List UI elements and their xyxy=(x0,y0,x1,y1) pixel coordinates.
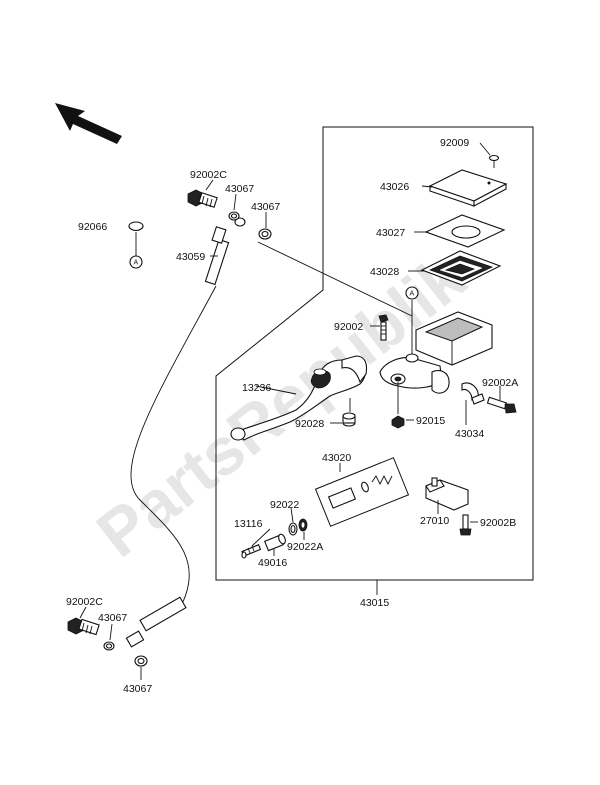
piston-kit-43020 xyxy=(327,474,393,509)
washer-43067-d xyxy=(134,655,148,667)
banjo-bolt-92002C-top xyxy=(187,189,218,208)
washer-43067-c xyxy=(103,641,115,651)
direction-arrow-icon xyxy=(55,103,122,144)
label-43067-a: 43067 xyxy=(225,183,254,195)
callout-marker-a-plug: A xyxy=(129,255,143,269)
hose-leader xyxy=(257,241,413,317)
label-92015: 92015 xyxy=(416,415,445,427)
svg-text:A: A xyxy=(134,260,139,267)
nut-92015 xyxy=(391,415,405,429)
piston-kit-box xyxy=(314,457,410,527)
label-92002: 92002 xyxy=(334,321,363,333)
svg-text:A: A xyxy=(410,291,415,298)
label-92002C-bottom: 92002C xyxy=(66,596,103,608)
label-43027: 43027 xyxy=(376,227,405,239)
label-92002B: 92002B xyxy=(480,517,516,529)
pin-13116 xyxy=(241,544,262,559)
label-92002C-top: 92002C xyxy=(190,169,227,181)
switch-27010 xyxy=(425,477,469,511)
label-43015: 43015 xyxy=(360,597,389,609)
label-43067-d: 43067 xyxy=(123,683,152,695)
label-92002A: 92002A xyxy=(482,377,518,389)
label-92009: 92009 xyxy=(440,137,469,149)
label-13116: 13116 xyxy=(234,518,263,530)
label-43059: 43059 xyxy=(176,251,205,263)
screw-92002B xyxy=(459,514,472,536)
label-49016: 49016 xyxy=(258,557,287,569)
master-cylinder-body xyxy=(379,311,493,394)
bolt-92002 xyxy=(378,314,389,341)
lever-13236 xyxy=(230,355,368,441)
label-13236: 13236 xyxy=(242,382,271,394)
washer-43067-b xyxy=(258,228,272,240)
clamp-43034 xyxy=(461,382,485,405)
banjo-bolt-92002C-bottom xyxy=(67,617,100,636)
label-43026: 43026 xyxy=(380,181,409,193)
callout-marker-a: A xyxy=(405,286,419,300)
assembly-frame xyxy=(215,126,534,581)
label-43028: 43028 xyxy=(370,266,399,278)
boot-49016 xyxy=(263,533,286,552)
plug-92066 xyxy=(128,221,144,232)
label-43067-b: 43067 xyxy=(251,201,280,213)
diaphragm-43028 xyxy=(420,250,502,286)
label-43034: 43034 xyxy=(455,428,484,440)
collar-92028 xyxy=(342,412,356,427)
hose-43059 xyxy=(125,217,246,648)
washer-43067-a xyxy=(228,211,240,221)
plate-43027 xyxy=(424,214,506,248)
bolt-92002A xyxy=(486,396,517,414)
label-43067-c: 43067 xyxy=(98,612,127,624)
label-92066: 92066 xyxy=(78,221,107,233)
cap-43026 xyxy=(428,169,508,207)
label-92028: 92028 xyxy=(295,418,324,430)
label-43020: 43020 xyxy=(322,452,351,464)
label-27010: 27010 xyxy=(420,515,449,527)
washer-92022 xyxy=(288,522,298,536)
washer-92022A xyxy=(298,518,308,532)
screw-92009 xyxy=(488,154,500,168)
label-92022A: 92022A xyxy=(287,541,323,553)
label-92022: 92022 xyxy=(270,499,299,511)
